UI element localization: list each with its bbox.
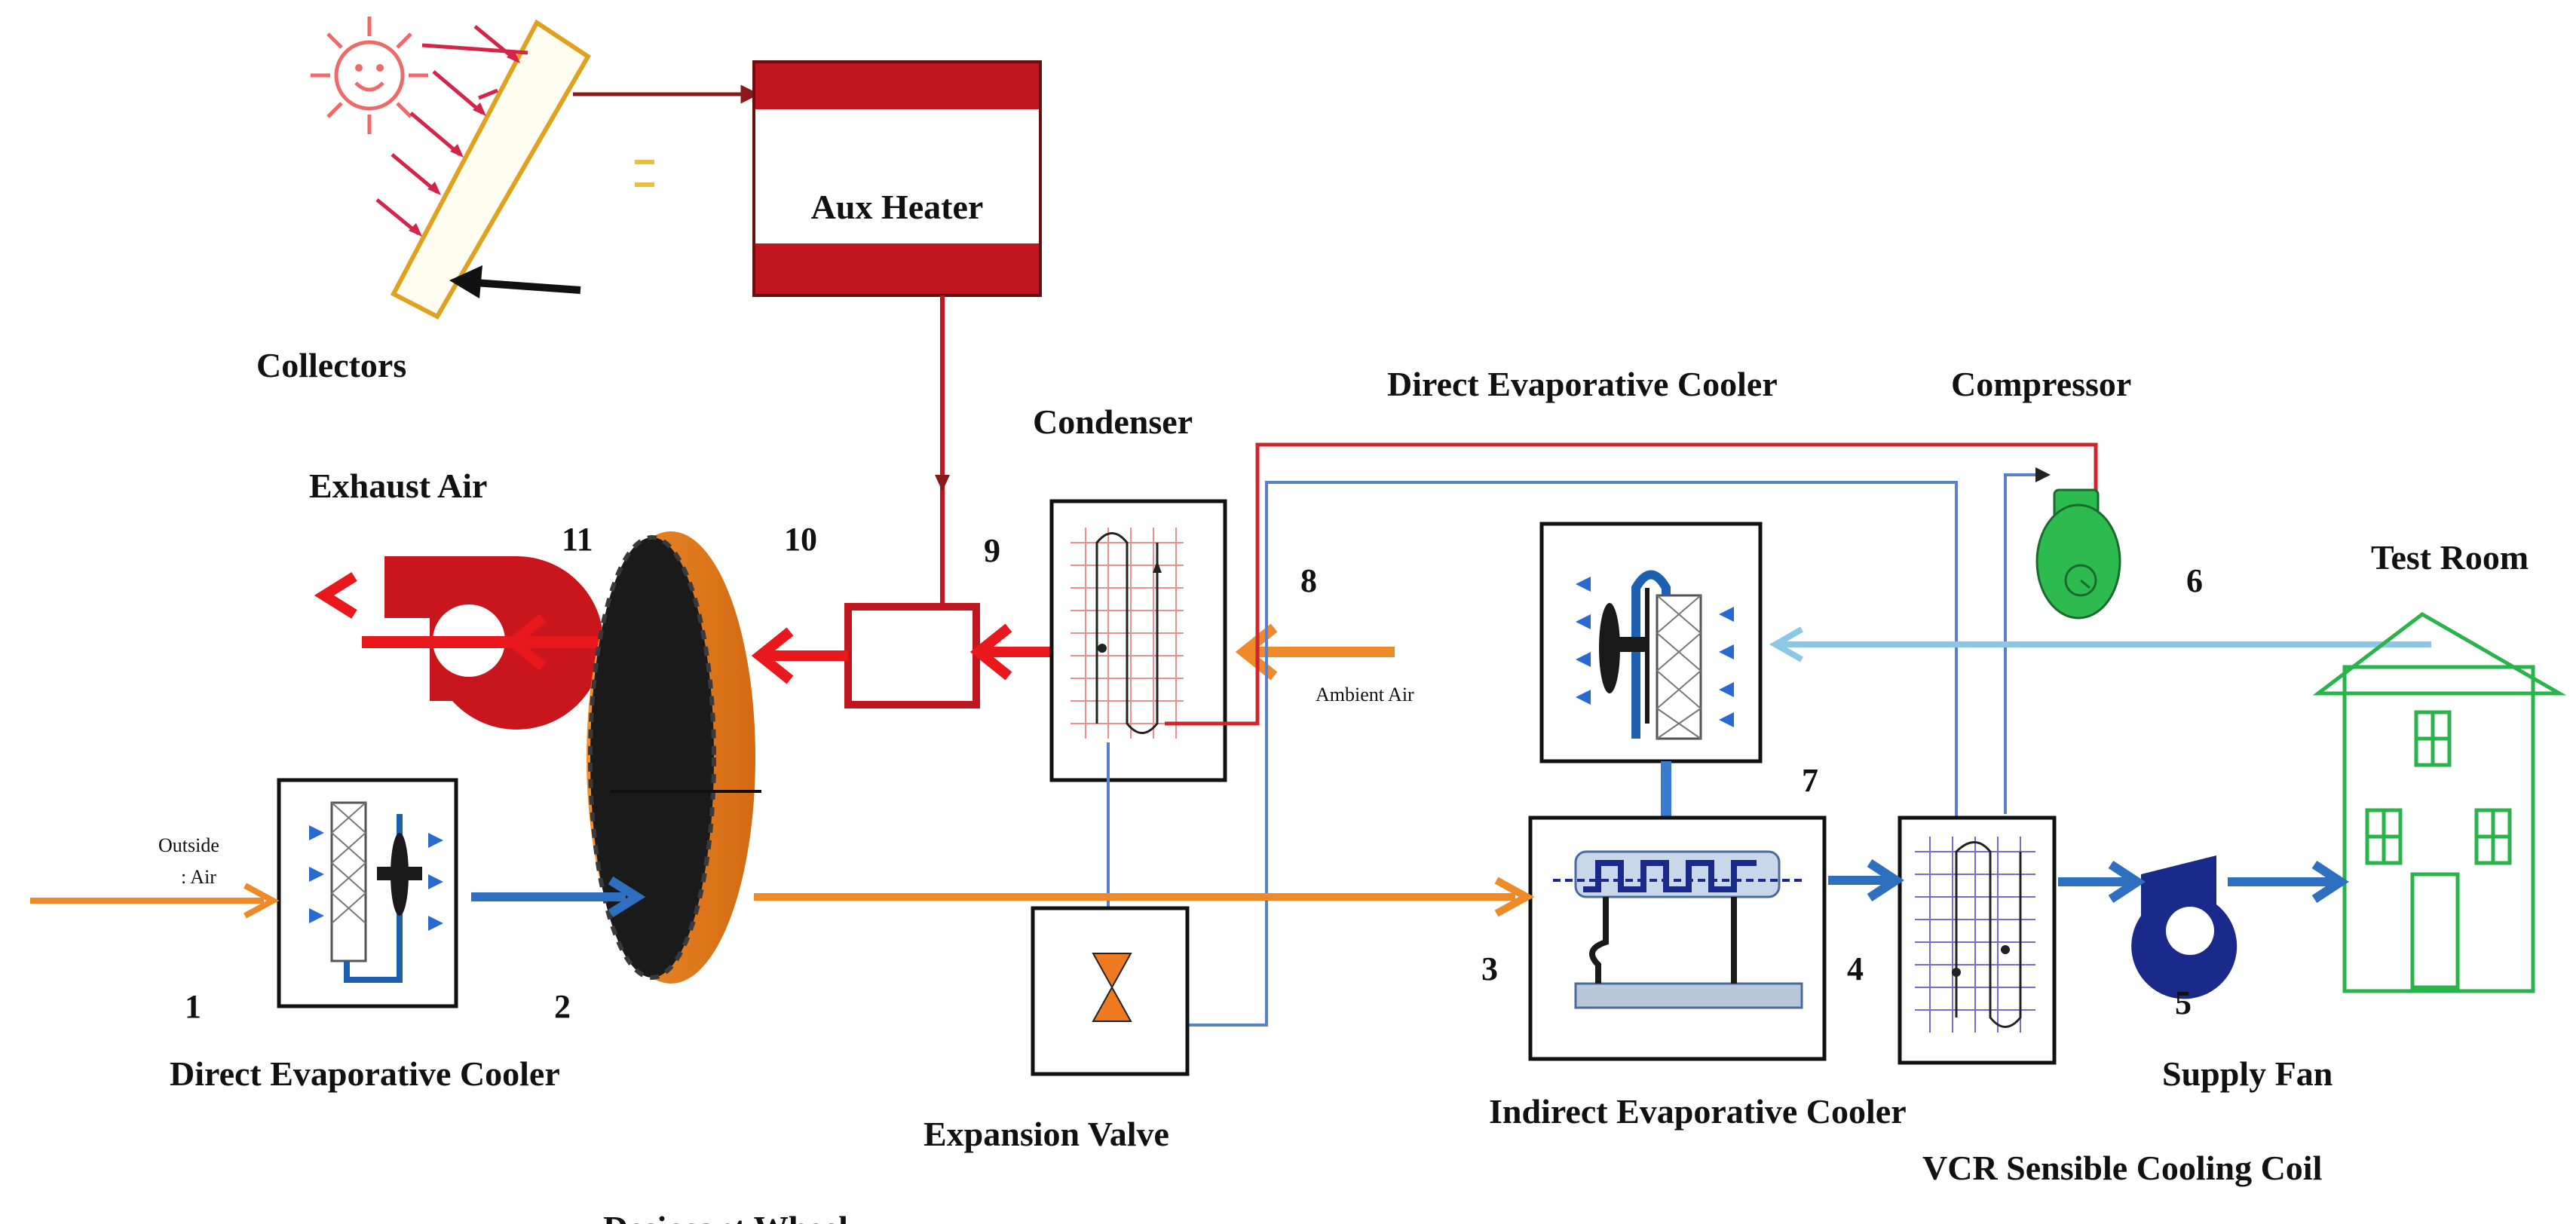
mixing-box [844,603,980,708]
state-point-10: 10 [784,521,817,558]
refrigerant-hot-line [1165,442,2098,726]
exhaust-arrowhead [314,572,357,619]
ambient-air-arrowhead [1235,623,1278,681]
outside-air-label-line1: Outside [158,834,219,856]
collectors-label: Collectors [256,346,406,384]
vcr-coil-label: VCR Sensible Cooling Coil [1922,1149,2322,1187]
state-point-9: 9 [984,532,1000,569]
desiccant-wheel-label: Desiccant Wheel [603,1209,848,1224]
solar-collector [375,19,592,320]
small-marks [635,160,654,187]
state-point-11: 11 [562,521,593,558]
compressor-label: Compressor [1951,365,2131,403]
state-point-2: 2 [554,988,571,1025]
ambient-air-label: Ambient Air [1316,684,1414,705]
condenser-label: Condenser [1033,402,1193,441]
exhaust-arrowhead-2 [504,614,547,671]
state-point-5: 5 [2175,984,2192,1021]
indirect-evap-cooler-label: Indirect Evaporative Cooler [1489,1092,1907,1131]
state-point-4: 4 [1847,950,1864,987]
desiccant-wheel [587,531,761,984]
lower-evaporative-cooler [277,778,458,1008]
compressor [2035,488,2121,620]
room-return-arrowhead [1769,626,1803,662]
supply-fan-icon [2131,855,2238,999]
refrigerant-evap-line [2004,473,2035,814]
state-point-3: 3 [1481,950,1498,987]
state-point-1: 1 [185,988,201,1025]
regen-arrowhead [751,627,794,684]
precooled-air-arrowhead [608,876,646,918]
state-point-6: 6 [2186,562,2203,599]
indirect-evaporative-cooler [1528,815,1827,1061]
refrigerant-suction-line [1116,481,1958,1027]
expansion-valve-label: Expansion Valve [924,1115,1169,1153]
direct-evap-cooler-bottom-label: Direct Evaporative Cooler [170,1054,560,1093]
test-room-label: Test Room [2371,538,2529,577]
direct-evap-cooler-top-label: Direct Evaporative Cooler [1387,365,1778,403]
state-point-8: 8 [1300,562,1317,599]
expansion-valve [1031,906,1190,1076]
process-air-arrowhead [1494,877,1535,917]
state-point-7: 7 [1802,762,1818,799]
solar-rays [375,25,528,235]
vcr-cooling-coil [1898,815,2057,1065]
outside-air-arrowhead [244,883,280,919]
upper-evaporative-cooler [1539,522,1763,763]
aux-heater [752,60,1042,297]
outside-air-label-line2: : Air [181,866,216,888]
condenser [1049,499,1227,782]
exhaust-air-label: Exhaust Air [309,467,487,505]
collector-return-arrow [474,279,581,294]
aux-heater-label: Aux Heater [811,188,984,226]
condenser-outlet-arrowhead [969,623,1012,681]
test-room-house [2312,612,2567,993]
sun-icon [311,17,428,134]
supply-fan-label: Supply Fan [2162,1054,2332,1093]
